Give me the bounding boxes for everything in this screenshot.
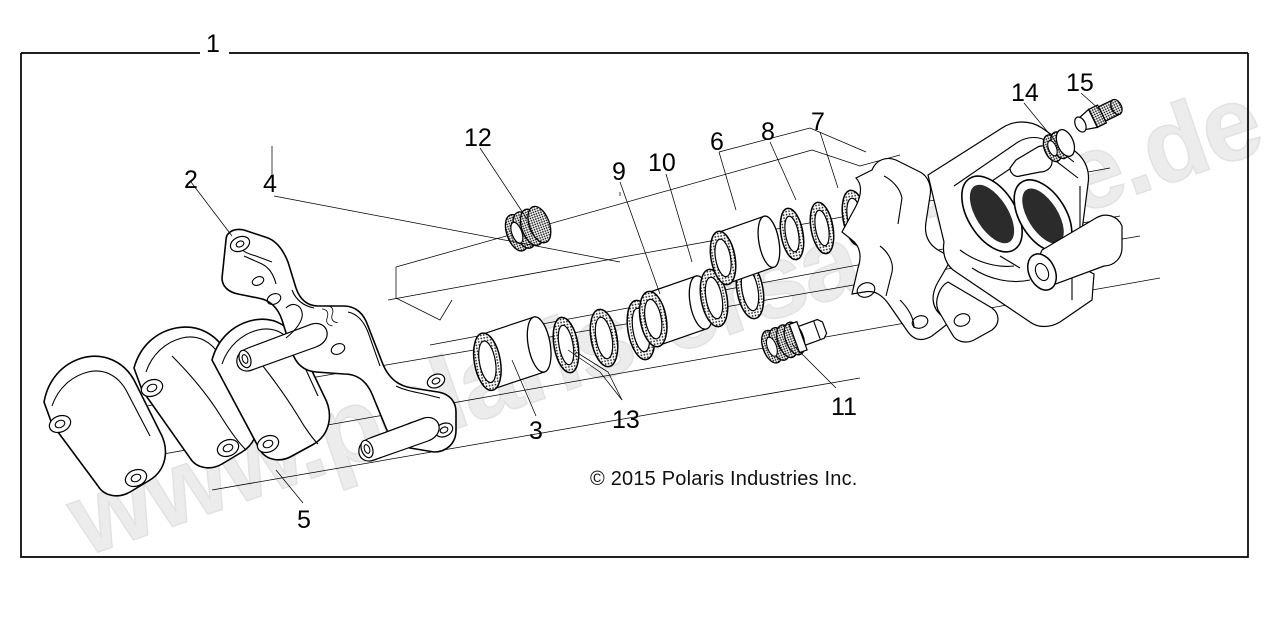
copyright-notice: © 2015 Polaris Industries Inc.: [590, 468, 858, 490]
bracket-slide-pin-upper: [236, 303, 328, 372]
seal-ring-10: [699, 268, 729, 328]
callout-label-2[interactable]: 2: [184, 166, 198, 194]
callout-label-13[interactable]: 13: [612, 406, 640, 434]
callout-label-14[interactable]: 14: [1011, 79, 1039, 107]
piston-6: [709, 215, 781, 286]
piston-3: [472, 316, 552, 392]
callout-label-1[interactable]: 1: [206, 30, 220, 58]
slide-pin-boot-12: [504, 205, 552, 252]
callout-label-8[interactable]: 8: [761, 118, 775, 146]
bleeder-screw-15: [1074, 98, 1123, 133]
caliper-body: [841, 121, 1123, 343]
bracket-slide-pin-lower: [358, 416, 440, 462]
seal-ring-8b: [809, 201, 835, 255]
slide-pin-bolt-11: [760, 318, 828, 364]
callout-label-11[interactable]: 11: [831, 393, 857, 421]
callout-leaders: [190, 92, 1101, 504]
piston-seal-row-lower: [472, 260, 765, 392]
callout-label-15[interactable]: 15: [1066, 69, 1094, 97]
seal-ring-8: [779, 207, 805, 261]
callout-label-3[interactable]: 3: [529, 417, 543, 445]
callout-label-4[interactable]: 4: [263, 170, 277, 198]
callout-label-7[interactable]: 7: [811, 108, 825, 136]
callout-label-10[interactable]: 10: [648, 149, 676, 177]
callout-label-6[interactable]: 6: [710, 128, 724, 156]
cast-logo-mark: [321, 305, 338, 327]
seal-ring-13b: [589, 308, 619, 368]
caliper-mounting-bracket: [221, 228, 457, 462]
callout-label-9[interactable]: 9: [612, 158, 626, 186]
callout-label-5[interactable]: 5: [297, 506, 311, 534]
callout-label-12[interactable]: 12: [464, 124, 492, 152]
assembly-boundary-frame: [20, 52, 1249, 558]
caliper-bore-right: [1013, 179, 1073, 253]
caliper-pin-boss: [1026, 214, 1123, 291]
piston-seal-row-upper: [709, 189, 869, 286]
caliper-bore-left: [961, 175, 1023, 253]
seal-ring-13a: [552, 316, 580, 374]
brake-pad-outer: [43, 355, 167, 497]
bleeder-cap-14: [1042, 129, 1076, 163]
